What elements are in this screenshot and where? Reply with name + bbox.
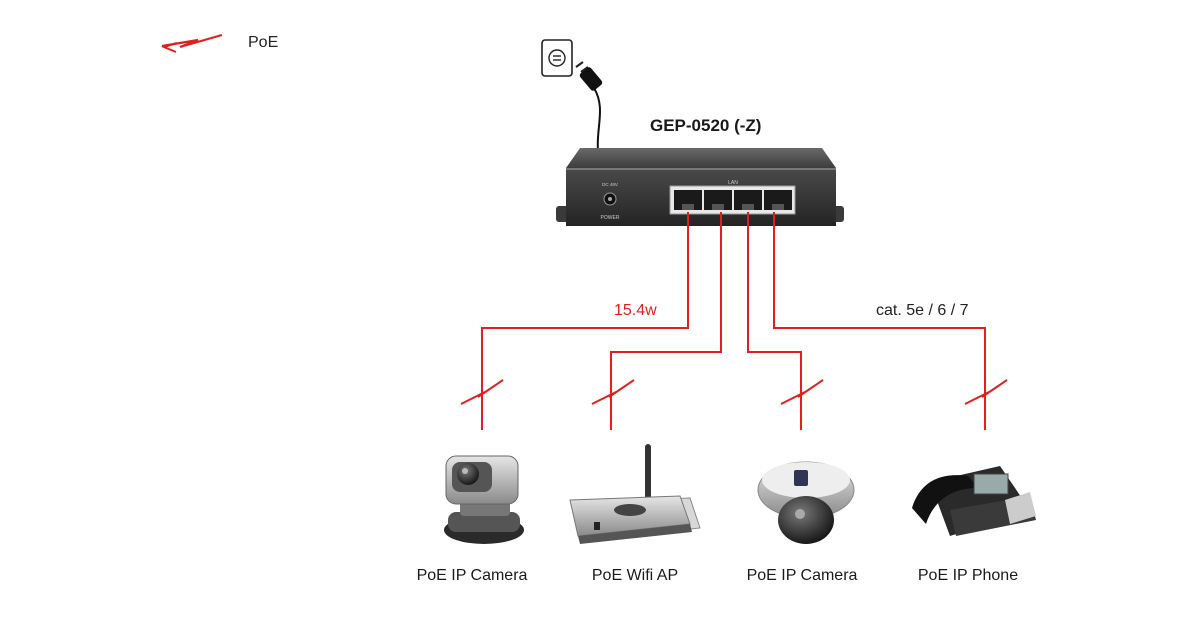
ip-phone-icon <box>912 466 1036 536</box>
lan-port-latch <box>742 204 754 210</box>
lightning-bolt-icon <box>964 379 1008 405</box>
lan-port-latch <box>772 204 784 210</box>
legend-lightning-bolt-icon <box>161 33 223 53</box>
dome-camera-icon <box>757 461 855 544</box>
cable-port-1 <box>481 212 689 430</box>
lan-port-latch <box>712 204 724 210</box>
power-budget-label: 15.4w <box>614 302 657 319</box>
lan-port <box>674 190 702 210</box>
lan-port-latch <box>682 204 694 210</box>
device-label-ip-phone: PoE IP Phone <box>917 567 1019 584</box>
wall-outlet-icon <box>541 39 573 77</box>
svg-text:POWER: POWER <box>601 215 620 221</box>
svg-text:LAN: LAN <box>728 180 738 186</box>
lan-port <box>734 190 762 210</box>
lightning-bolt-icon <box>460 379 504 405</box>
switch-model-title: GEP-0520 (-Z) <box>650 116 762 135</box>
poe-bolt-icons <box>460 379 1008 405</box>
ptz-camera-icon <box>444 455 524 544</box>
lightning-bolt-icon <box>780 379 824 405</box>
svg-text:DC 48V: DC 48V <box>602 182 618 187</box>
power-plug-icon <box>575 61 603 91</box>
legend-label: PoE <box>248 34 279 51</box>
cable-port-3 <box>747 212 802 430</box>
poe-cables <box>481 212 986 430</box>
device-label-wifi-ap: PoE Wifi AP <box>591 567 679 584</box>
wifi-access-point-icon <box>569 444 701 544</box>
device-label-dome-camera: PoE IP Camera <box>746 567 858 584</box>
lan-port <box>764 190 792 210</box>
poe-switch: POWER DC 48V LAN <box>556 148 844 226</box>
cable-port-4 <box>773 212 986 430</box>
lightning-bolt-icon <box>591 379 635 405</box>
lan-port <box>704 190 732 210</box>
cable-spec-label: cat. 5e / 6 / 7 <box>876 302 969 319</box>
device-label-ptz-camera: PoE IP Camera <box>416 567 528 584</box>
cable-port-2 <box>610 212 722 430</box>
